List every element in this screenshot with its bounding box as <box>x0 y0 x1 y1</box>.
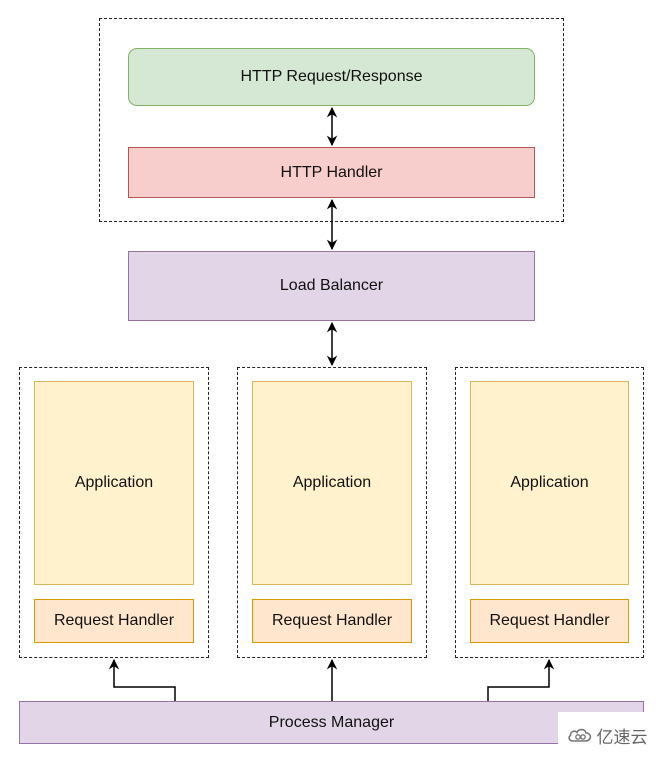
http-request-response-label: HTTP Request/Response <box>240 68 423 85</box>
process-manager-label: Process Manager <box>268 713 395 731</box>
application-box-3: Application <box>470 381 629 585</box>
request-handler-label-2: Request Handler <box>271 612 393 629</box>
application-label-2: Application <box>292 474 372 491</box>
arrow-pm-worker-1 <box>108 658 176 701</box>
watermark: 亿速云 <box>558 712 656 758</box>
application-box-1: Application <box>34 381 194 585</box>
application-label-3: Application <box>510 474 589 491</box>
arrow-pm-worker-3 <box>487 658 555 701</box>
http-handler-box: HTTP Handler <box>128 147 535 198</box>
application-label-1: Application <box>74 474 154 491</box>
request-handler-box-2: Request Handler <box>252 599 412 643</box>
http-handler-label: HTTP Handler <box>280 163 383 181</box>
request-handler-box-3: Request Handler <box>470 599 629 643</box>
worker-group-3 <box>455 367 644 658</box>
cloud-logo-icon <box>567 728 591 742</box>
request-handler-label-1: Request Handler <box>53 612 175 629</box>
application-box-2: Application <box>252 381 412 585</box>
process-manager-box: Process Manager <box>19 701 644 744</box>
http-request-response-box: HTTP Request/Response <box>128 48 535 106</box>
load-balancer-box: Load Balancer <box>128 251 535 321</box>
watermark-text: 亿速云 <box>596 727 648 748</box>
request-handler-label-3: Request Handler <box>489 612 610 629</box>
load-balancer-label: Load Balancer <box>279 277 384 294</box>
request-handler-box-1: Request Handler <box>34 599 194 643</box>
worker-group-1 <box>19 367 209 658</box>
worker-group-2 <box>237 367 427 658</box>
